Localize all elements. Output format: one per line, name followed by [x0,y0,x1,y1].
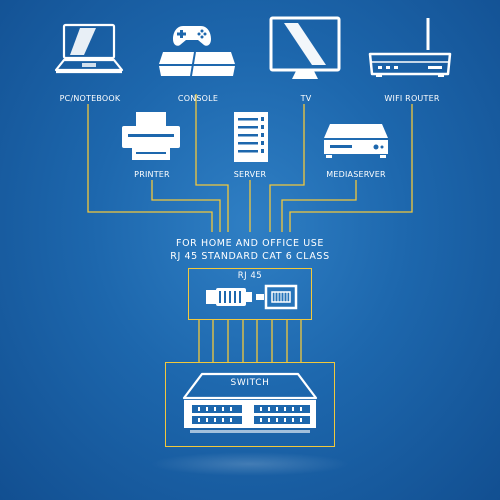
label-printer: PRINTER [134,170,170,179]
switch-reflection [150,452,350,476]
server-icon [234,112,268,162]
rj45-connector-icon [206,284,298,310]
label-pc-notebook: PC/NOTEBOOK [59,94,121,103]
label-tv: TV [300,94,312,103]
switch-device-icon [182,372,318,433]
label-console: CONSOLE [177,94,219,103]
rj45-title: RJ 45 [237,271,263,281]
wire-console [195,94,229,232]
wifi-router-icon [368,18,452,77]
wire-pc [87,104,213,232]
label-server: SERVER [233,170,267,179]
printer-icon [122,112,180,160]
wire-tv [269,104,305,232]
wire-printer [151,180,221,232]
rj45-box [188,268,312,320]
wire-router [289,104,413,232]
wire-mediaserver [281,180,357,232]
media-server-icon [324,124,388,158]
tv-icon [269,16,341,79]
laptop-icon [54,23,124,74]
label-mediaserver: MEDIASERVER [326,170,386,179]
switch-title: SWITCH [230,378,270,388]
label-wifi-router: WIFI ROUTER [384,94,440,103]
caption-line-2: RJ 45 STANDARD CAT 6 CLASS [170,251,330,262]
switch-box [165,362,335,447]
caption-line-1: FOR HOME AND OFFICE USE [176,238,324,249]
game-console-icon [159,26,235,77]
